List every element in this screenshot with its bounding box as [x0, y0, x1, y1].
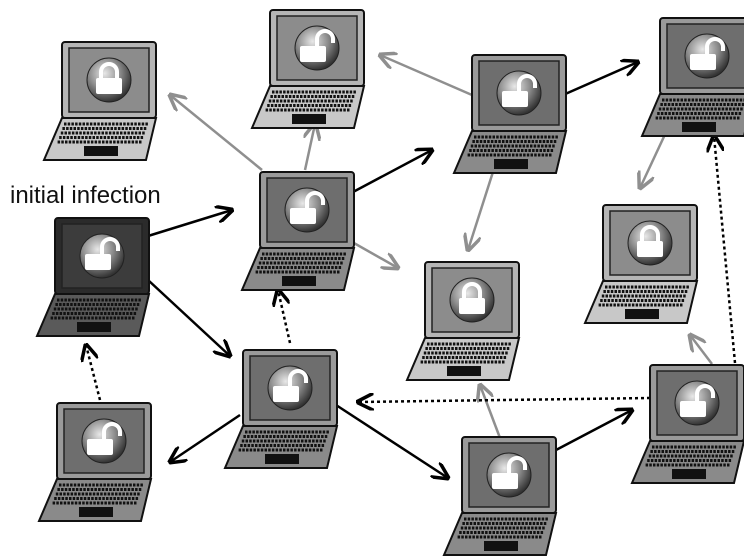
- keyboard: [655, 98, 744, 120]
- edge-bottom-right-to-center-infected: [358, 398, 651, 402]
- laptop-bottom-middle: [442, 436, 558, 556]
- touchpad: [265, 454, 299, 464]
- edge-bottom-middle-to-bottom-right: [555, 410, 632, 452]
- edge-top-right-center-to-top-far-right: [562, 62, 638, 97]
- keyboard: [50, 298, 141, 320]
- open-padlock-icon: [273, 369, 308, 402]
- edge-bottom-left-to-initial: [86, 345, 102, 401]
- laptop-center-clean: [405, 261, 521, 381]
- open-padlock-icon: [87, 422, 122, 455]
- keyboard: [52, 483, 143, 505]
- edge-bottom-right-to-top-far-right: [714, 136, 737, 364]
- touchpad: [292, 114, 326, 124]
- keyboard: [467, 135, 558, 157]
- edge-center-infected-to-bottom-left: [170, 413, 241, 462]
- edge-top-far-right-to-right-middle: [640, 127, 670, 188]
- edge-top-right-center-to-top-middle: [380, 55, 473, 97]
- touchpad: [682, 122, 716, 132]
- touchpad: [484, 541, 518, 551]
- keyboard: [265, 90, 356, 112]
- edge-bottom-right-to-right-middle: [690, 335, 713, 365]
- edge-center-infected-to-bottom-middle: [335, 403, 448, 478]
- nodes-layer: [35, 9, 744, 556]
- open-padlock-icon: [492, 456, 527, 489]
- laptop-right-middle: [583, 204, 699, 324]
- keyboard: [457, 517, 548, 539]
- edge-initial-to-center-infected: [147, 279, 230, 356]
- touchpad: [79, 507, 113, 517]
- laptop-top-middle: [250, 9, 366, 129]
- edge-hub-center-to-top-left: [170, 95, 263, 171]
- edge-hub-center-to-top-middle: [305, 124, 315, 171]
- laptop-top-right-center: [452, 54, 568, 174]
- laptop-hub-center: [240, 171, 356, 291]
- laptop-bottom-right: [630, 364, 744, 484]
- touchpad: [282, 276, 316, 286]
- laptop-bottom-left: [37, 402, 153, 522]
- laptop-top-left: [42, 41, 158, 161]
- laptop-center-infected: [223, 349, 339, 469]
- open-padlock-icon: [85, 237, 120, 270]
- locked-padlock-icon: [459, 282, 485, 314]
- keyboard: [420, 342, 511, 364]
- open-padlock-icon: [300, 29, 335, 62]
- open-padlock-icon: [290, 191, 325, 224]
- edge-bottom-middle-to-center-clean: [480, 385, 502, 439]
- edge-initial-to-hub-center: [147, 210, 232, 238]
- edge-center-infected-to-hub-center: [278, 290, 292, 344]
- touchpad: [672, 469, 706, 479]
- locked-padlock-icon: [637, 225, 663, 257]
- touchpad: [447, 366, 481, 376]
- keyboard: [645, 445, 736, 467]
- laptop-initial: [35, 217, 151, 337]
- touchpad: [84, 146, 118, 156]
- keyboard: [238, 430, 329, 452]
- keyboard: [598, 285, 689, 307]
- initial-infection-label: initial infection: [10, 182, 161, 209]
- touchpad: [77, 322, 111, 332]
- locked-padlock-icon: [96, 62, 122, 94]
- open-padlock-icon: [690, 37, 725, 70]
- keyboard: [255, 252, 346, 274]
- open-padlock-icon: [502, 74, 537, 107]
- laptop-top-far-right: [640, 17, 744, 137]
- touchpad: [494, 159, 528, 169]
- touchpad: [625, 309, 659, 319]
- open-padlock-icon: [680, 384, 715, 417]
- keyboard: [57, 122, 148, 144]
